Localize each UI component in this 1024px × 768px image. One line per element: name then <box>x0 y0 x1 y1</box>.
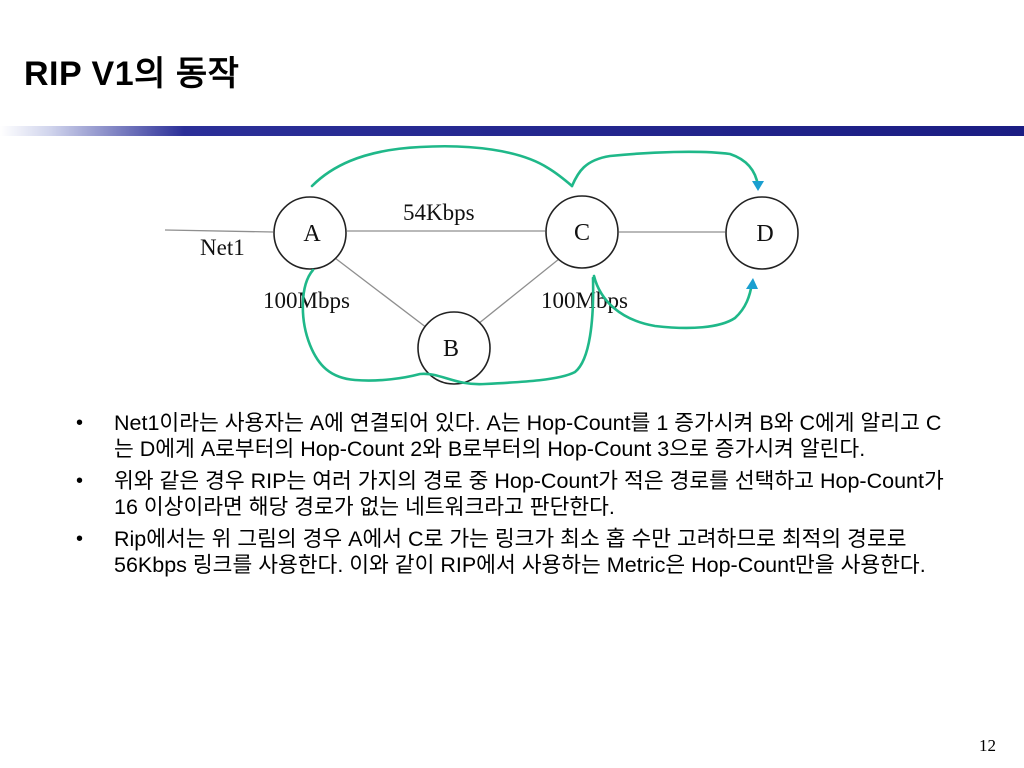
bullet-item: • Net1이라는 사용자는 A에 연결되어 있다. A는 Hop-Count를… <box>74 410 946 462</box>
annotation-curve-a-to-c <box>310 144 574 188</box>
bullet-dot-icon: • <box>76 528 84 550</box>
arrowhead-to-d-bottom <box>746 278 758 289</box>
node-b <box>417 311 491 385</box>
network-diagram: A B C D Net1 54Kbps 100Mbps 100Mbps <box>164 144 799 386</box>
bullet-dot-icon: • <box>76 412 84 434</box>
bullet-dot-icon: • <box>76 470 84 492</box>
link-ab-label: 100Mbps <box>263 288 350 313</box>
net1-label: Net1 <box>200 235 245 260</box>
title-divider <box>0 126 1024 136</box>
node-b-label: B <box>443 336 459 362</box>
edge-a-b <box>334 257 428 329</box>
node-a <box>273 196 347 270</box>
link-ac-label: 54Kbps <box>403 200 475 225</box>
node-c <box>545 195 619 269</box>
slide-title: RIP V1의 동작 <box>24 55 240 93</box>
annotation-curve-c-to-d-top <box>570 150 760 188</box>
edge-net1-a <box>164 229 274 233</box>
node-a-label: A <box>303 221 321 247</box>
bullet-text: Rip에서는 위 그림의 경우 A에서 C로 가는 링크가 최소 홉 수만 고려… <box>114 527 926 577</box>
bullet-text: Net1이라는 사용자는 A에 연결되어 있다. A는 Hop-Count를 1… <box>114 411 942 461</box>
bullet-text: 위와 같은 경우 RIP는 여러 가지의 경로 중 Hop-Count가 적은 … <box>114 469 944 519</box>
edge-b-c <box>477 258 560 325</box>
bullet-item: • 위와 같은 경우 RIP는 여러 가지의 경로 중 Hop-Count가 적… <box>74 468 946 520</box>
page-number: 12 <box>979 736 996 755</box>
bullet-item: • Rip에서는 위 그림의 경우 A에서 C로 가는 링크가 최소 홉 수만 … <box>74 526 946 578</box>
arrowhead-to-d-top <box>752 181 764 191</box>
node-d <box>725 196 799 270</box>
annotation-loop-a-b-c <box>301 268 595 386</box>
bullet-list: • Net1이라는 사용자는 A에 연결되어 있다. A는 Hop-Count를… <box>74 410 946 584</box>
node-c-label: C <box>574 220 590 246</box>
annotation-curve-c-to-d-bottom <box>592 274 754 330</box>
node-d-label: D <box>756 221 773 247</box>
